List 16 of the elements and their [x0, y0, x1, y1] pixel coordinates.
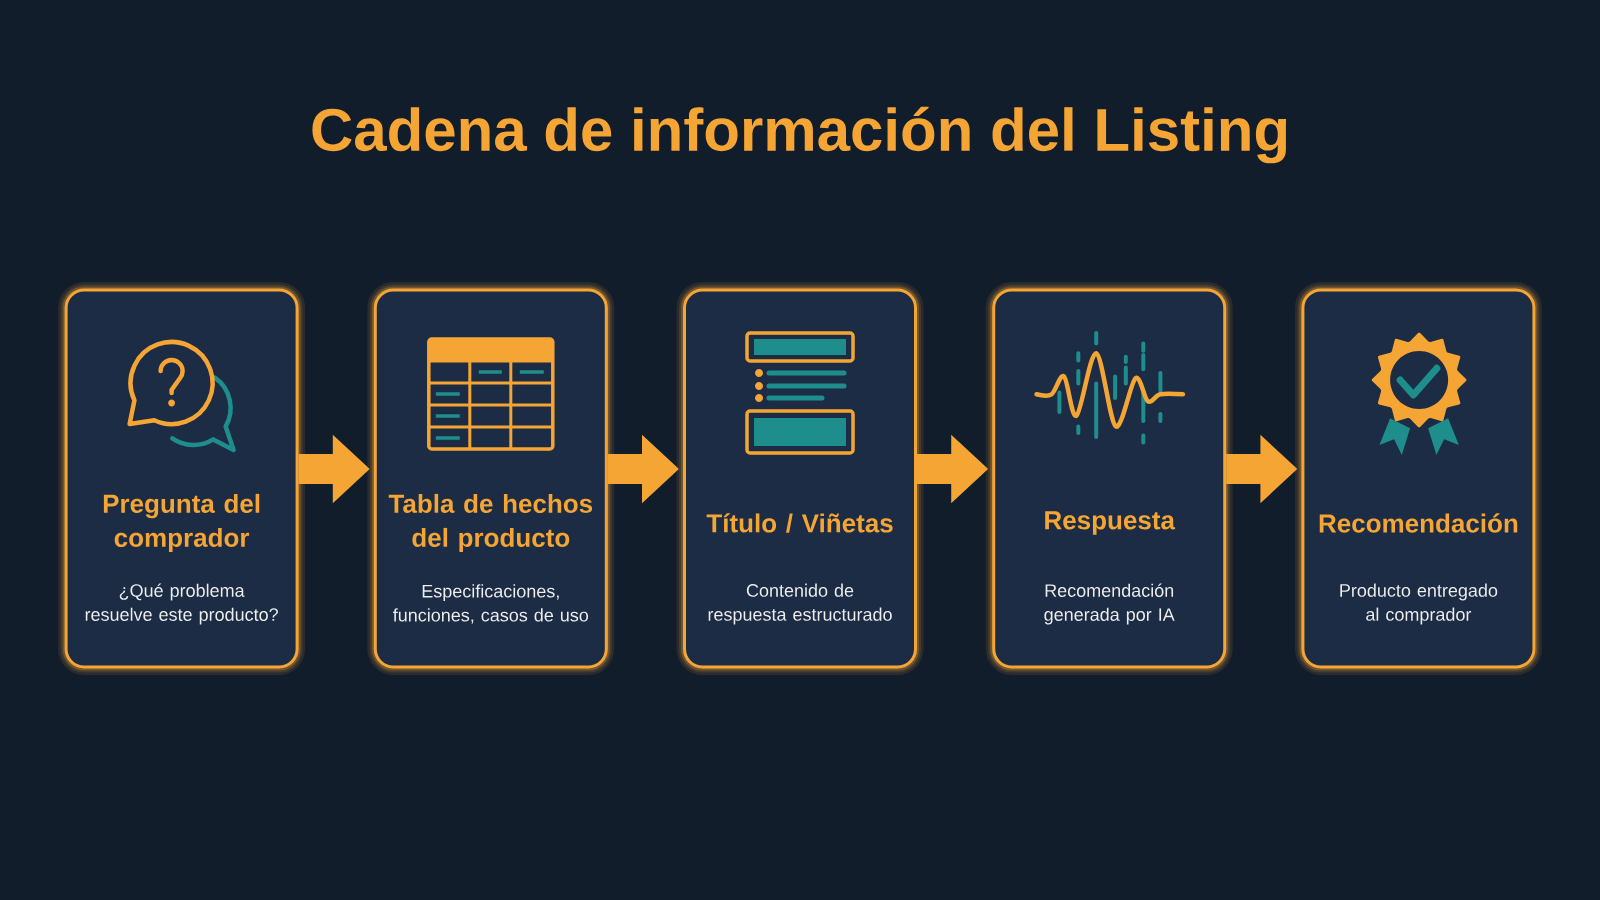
card-heading: Tabla de hechos del producto — [388, 493, 593, 553]
step-card — [58, 282, 306, 675]
card-heading: Pregunta del comprador — [103, 493, 260, 553]
card-text: Producto entregado al comprador — [1340, 583, 1498, 625]
card-heading: Título / Viñetas — [706, 513, 893, 533]
card-text: Recomendación generada por IA — [1044, 583, 1175, 625]
step-card — [985, 282, 1233, 675]
card-text: Especificaciones, funciones, casos de uso — [393, 584, 589, 624]
card-heading: Respuesta — [1045, 511, 1176, 535]
step-card — [1294, 282, 1542, 675]
card-text: ¿Qué problema resuelve este producto? — [85, 583, 278, 625]
title: Cadena de información del Listing — [312, 106, 1287, 164]
card-text: Contenido de respuesta estructurado — [708, 583, 892, 625]
card-heading: Recomendación — [1319, 513, 1518, 533]
step-card — [676, 282, 924, 675]
step-card — [367, 282, 615, 675]
